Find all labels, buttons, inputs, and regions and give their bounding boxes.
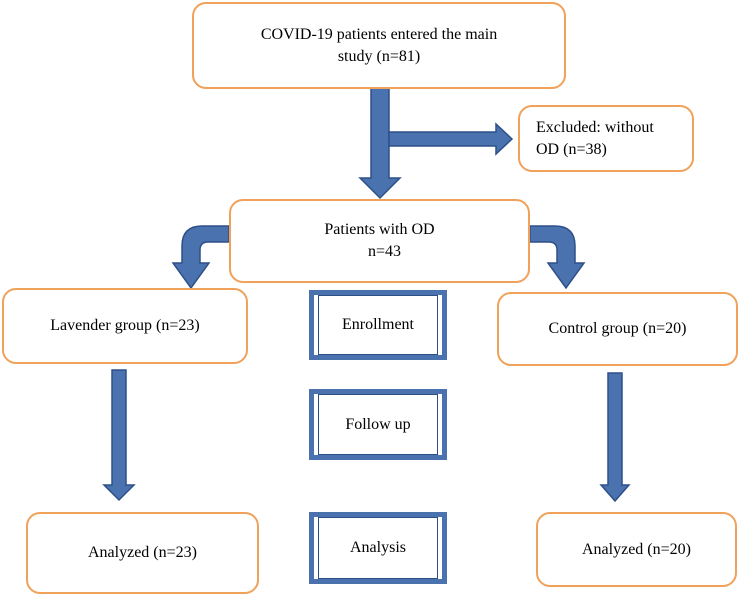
analyzed-right-label: Analyzed (n=20): [582, 540, 691, 558]
arrow-curve-left: [171, 225, 230, 290]
arrow-left-down: [102, 369, 136, 502]
stage-follow-up: Follow up: [309, 389, 447, 460]
stage-analysis: Analysis: [309, 512, 447, 584]
excluded-line1: Excluded: without: [536, 118, 654, 136]
box-control-group: Control group (n=20): [497, 292, 738, 366]
arrow-to-excluded: [388, 122, 514, 156]
stage-analysis-label: Analysis: [350, 539, 406, 556]
arrow-curve-right: [529, 225, 586, 290]
stage-follow-up-label: Follow up: [345, 415, 411, 433]
analyzed-left-label: Analyzed (n=23): [88, 544, 197, 562]
lavender-group-label: Lavender group (n=23): [50, 317, 200, 335]
box-main-study: COVID-19 patients entered the main study…: [192, 2, 566, 89]
box-analyzed-left: Analyzed (n=23): [26, 512, 259, 594]
stage-enrollment-label: Enrollment: [342, 316, 414, 333]
main-study-line1: COVID-19 patients entered the main: [260, 25, 498, 43]
box-lavender-group: Lavender group (n=23): [2, 288, 248, 364]
box-analyzed-right: Analyzed (n=20): [536, 512, 737, 587]
main-study-line2: study (n=81): [337, 47, 421, 65]
stage-enrollment: Enrollment: [309, 290, 447, 360]
patients-od-line1: Patients with OD: [324, 221, 435, 239]
box-excluded: Excluded: without OD (n=38): [518, 105, 694, 172]
arrow-main-down: [358, 87, 402, 200]
arrow-right-down: [599, 372, 631, 503]
control-group-label: Control group (n=20): [548, 320, 687, 338]
excluded-line2: OD (n=38): [536, 140, 607, 158]
patients-od-line2: n=43: [367, 243, 402, 260]
box-patients-with-od: Patients with OD n=43: [229, 199, 530, 283]
